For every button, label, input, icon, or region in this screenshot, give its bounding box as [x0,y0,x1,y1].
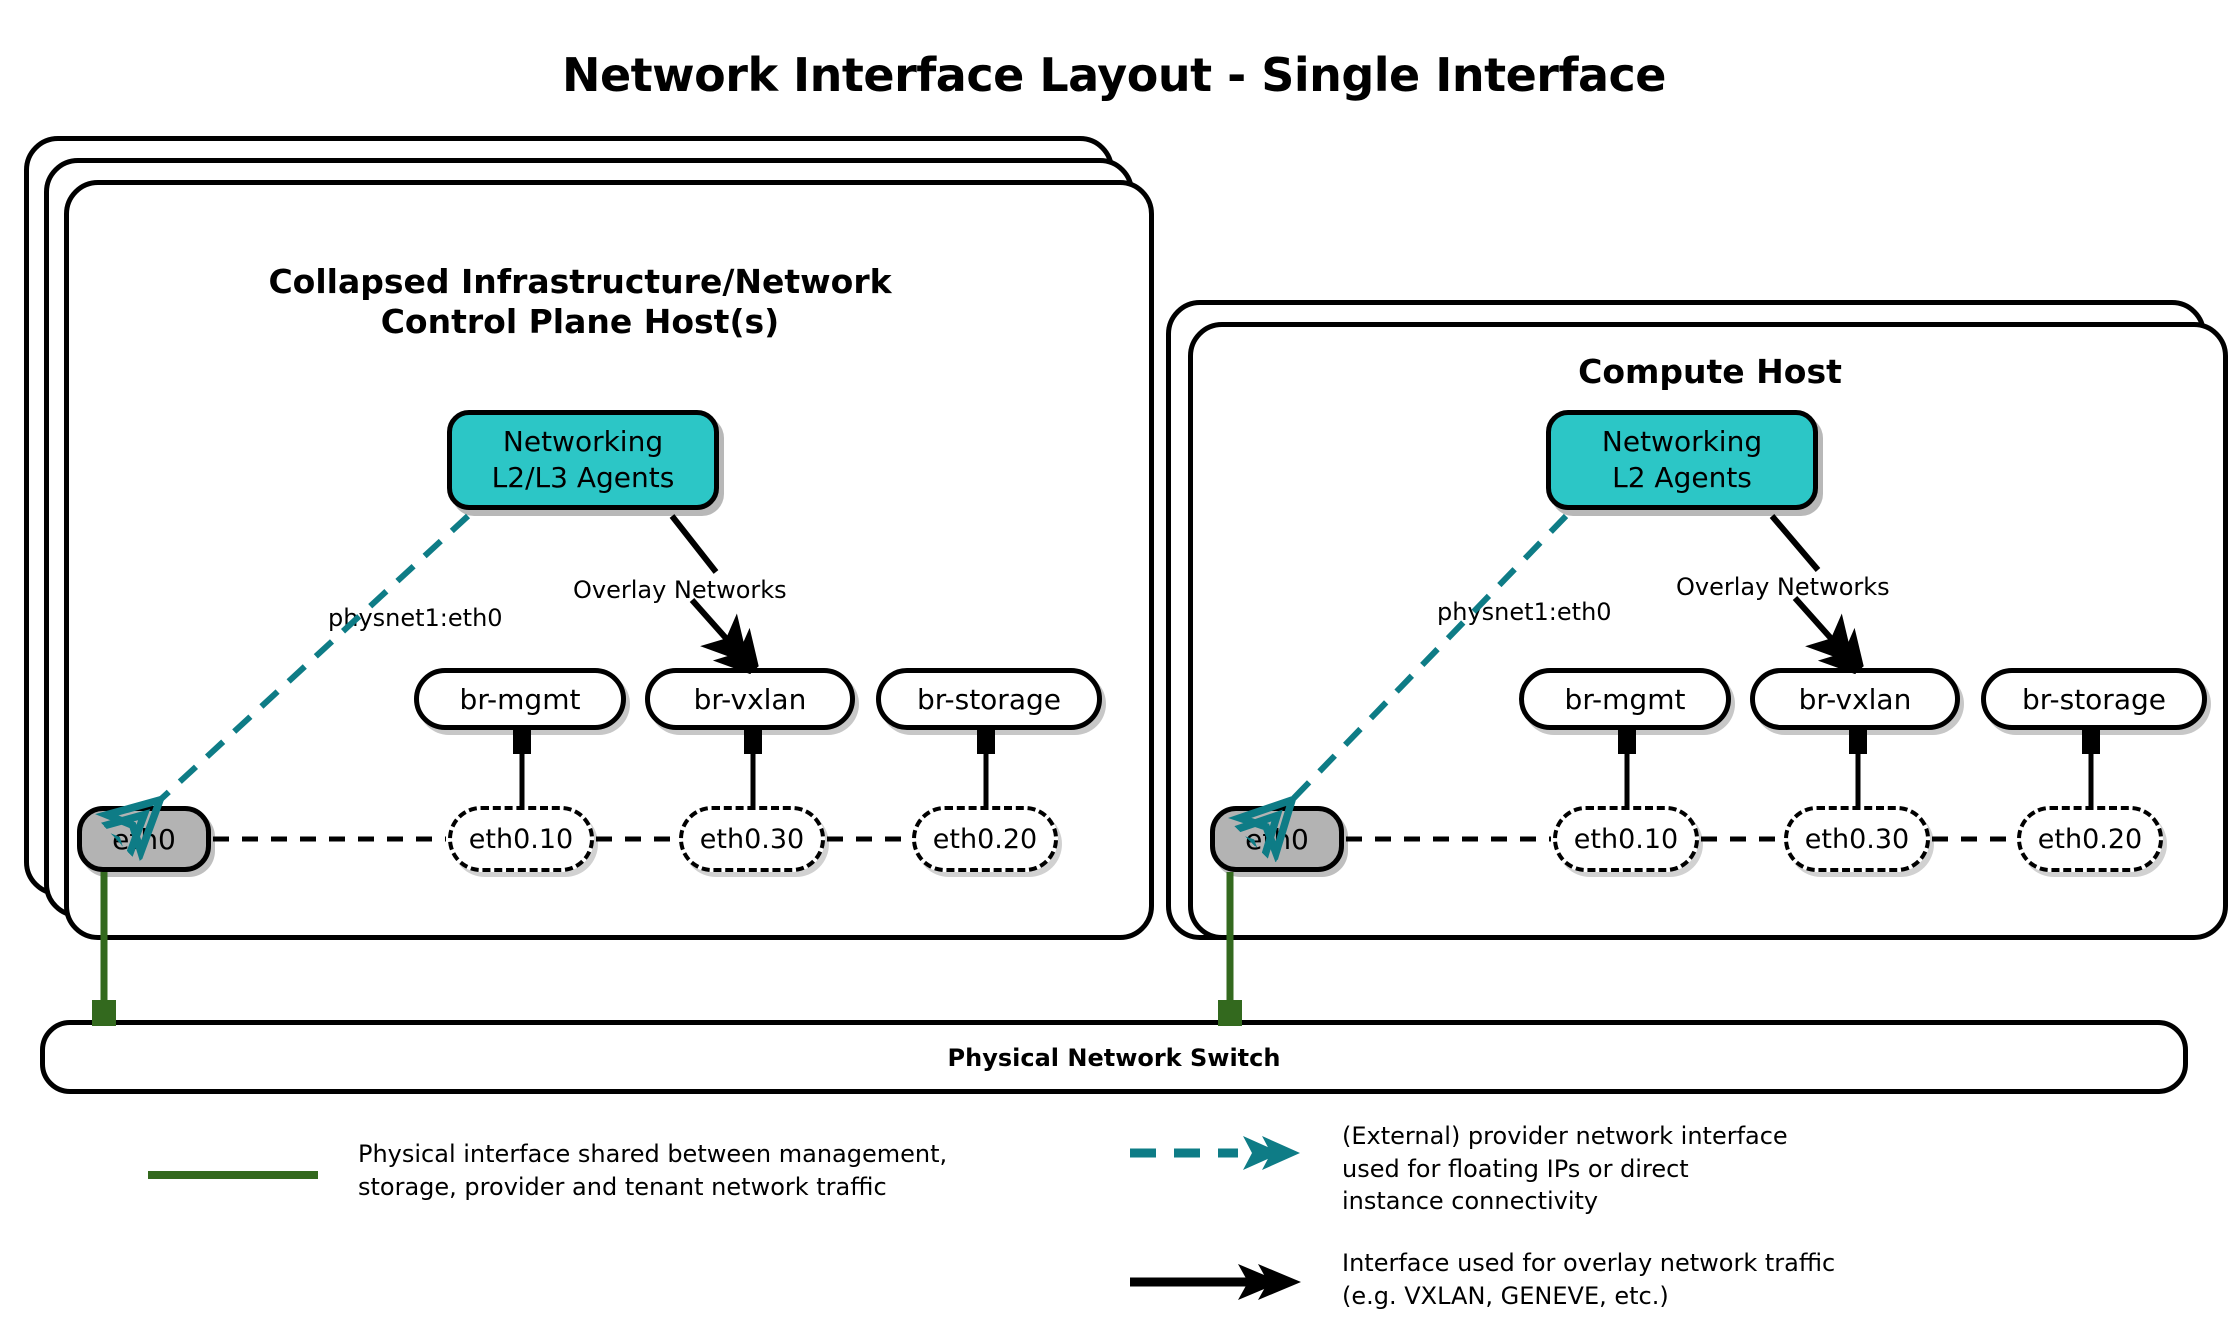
compute-host-title-line1: Compute Host [1578,352,1842,391]
legend-provider-arrow-icon [1130,1136,1300,1170]
legend-overlay-arrow-icon [1130,1264,1301,1300]
control-plane-agent-line2: L2/L3 Agents [491,461,675,494]
control-plane-host-title: Collapsed Infrastructure/Network Control… [180,262,980,343]
control-plane-physnet-label: physnet1:eth0 [328,604,503,632]
compute-vlan-eth0-20[interactable]: eth0.20 [2017,806,2163,872]
control-plane-bridge-br-storage[interactable]: br-storage [876,668,1102,730]
compute-nic-eth0[interactable]: eth0 [1210,806,1344,872]
compute-vlan-eth0-10[interactable]: eth0.10 [1553,806,1699,872]
legend-item-1-text: (External) provider network interface us… [1342,1122,1788,1216]
control-plane-vlan-eth0-10[interactable]: eth0.10 [448,806,594,872]
control-plane-overlay-label: Overlay Networks [573,576,787,604]
control-plane-bridge-br-vxlan[interactable]: br-vxlan [645,668,855,730]
compute-overlay-label: Overlay Networks [1676,573,1890,601]
compute-agent-line2: L2 Agents [1612,461,1752,494]
control-plane-nic-eth0[interactable]: eth0 [77,806,211,872]
control-plane-vlan-eth0-20[interactable]: eth0.20 [912,806,1058,872]
control-plane-host-title-line1: Collapsed Infrastructure/Network [268,262,892,301]
control-plane-bridge-br-mgmt[interactable]: br-mgmt [414,668,626,730]
legend-item-2-text: Interface used for overlay network traff… [1342,1249,1836,1310]
compute-vlan-eth0-30[interactable]: eth0.30 [1784,806,1930,872]
control-plane-host-title-line2: Control Plane Host(s) [380,302,780,342]
compute-networking-agents-box[interactable]: Networking L2 Agents [1546,410,1818,510]
physical-network-switch-label: Physical Network Switch [947,1044,1281,1072]
control-plane-networking-agents-box[interactable]: Networking L2/L3 Agents [447,410,719,510]
compute-bridge-br-storage[interactable]: br-storage [1981,668,2207,730]
control-plane-agent-line1: Networking [502,425,664,459]
legend-item-0-text: Physical interface shared between manage… [358,1140,948,1201]
compute-agent-line1: Networking [1601,425,1763,459]
page-title: Network Interface Layout - Single Interf… [561,48,1667,102]
physical-network-switch[interactable] [40,1020,2188,1094]
compute-bridge-br-mgmt[interactable]: br-mgmt [1519,668,1731,730]
compute-physnet-label: physnet1:eth0 [1437,598,1612,626]
control-plane-vlan-eth0-30[interactable]: eth0.30 [679,806,825,872]
compute-host-title: Compute Host [1300,352,2120,392]
compute-bridge-br-vxlan[interactable]: br-vxlan [1750,668,1960,730]
